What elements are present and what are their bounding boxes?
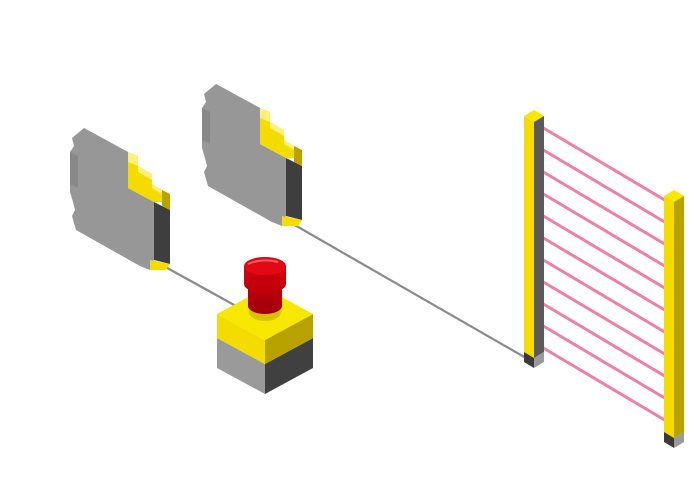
light-curtain-receiver <box>664 190 684 448</box>
light-beam <box>539 168 669 248</box>
light-beam <box>539 256 669 336</box>
light-beam <box>539 234 669 314</box>
light-beam <box>539 190 669 270</box>
emergency-stop-button <box>217 257 313 394</box>
safety-relay-module-left <box>70 128 170 270</box>
cable-relay-right-to-emitter <box>285 219 527 359</box>
light-beam <box>539 300 669 380</box>
light-beam <box>539 322 669 402</box>
light-beam <box>539 124 669 204</box>
safety-relay-module-right <box>202 84 302 226</box>
light-beam <box>539 146 669 226</box>
light-curtain-beams <box>539 124 669 424</box>
light-curtain-emitter <box>524 110 544 368</box>
light-beam <box>539 278 669 358</box>
cable-relay-left-to-estop <box>159 263 237 307</box>
light-beam <box>539 344 669 424</box>
light-beam <box>539 212 669 292</box>
